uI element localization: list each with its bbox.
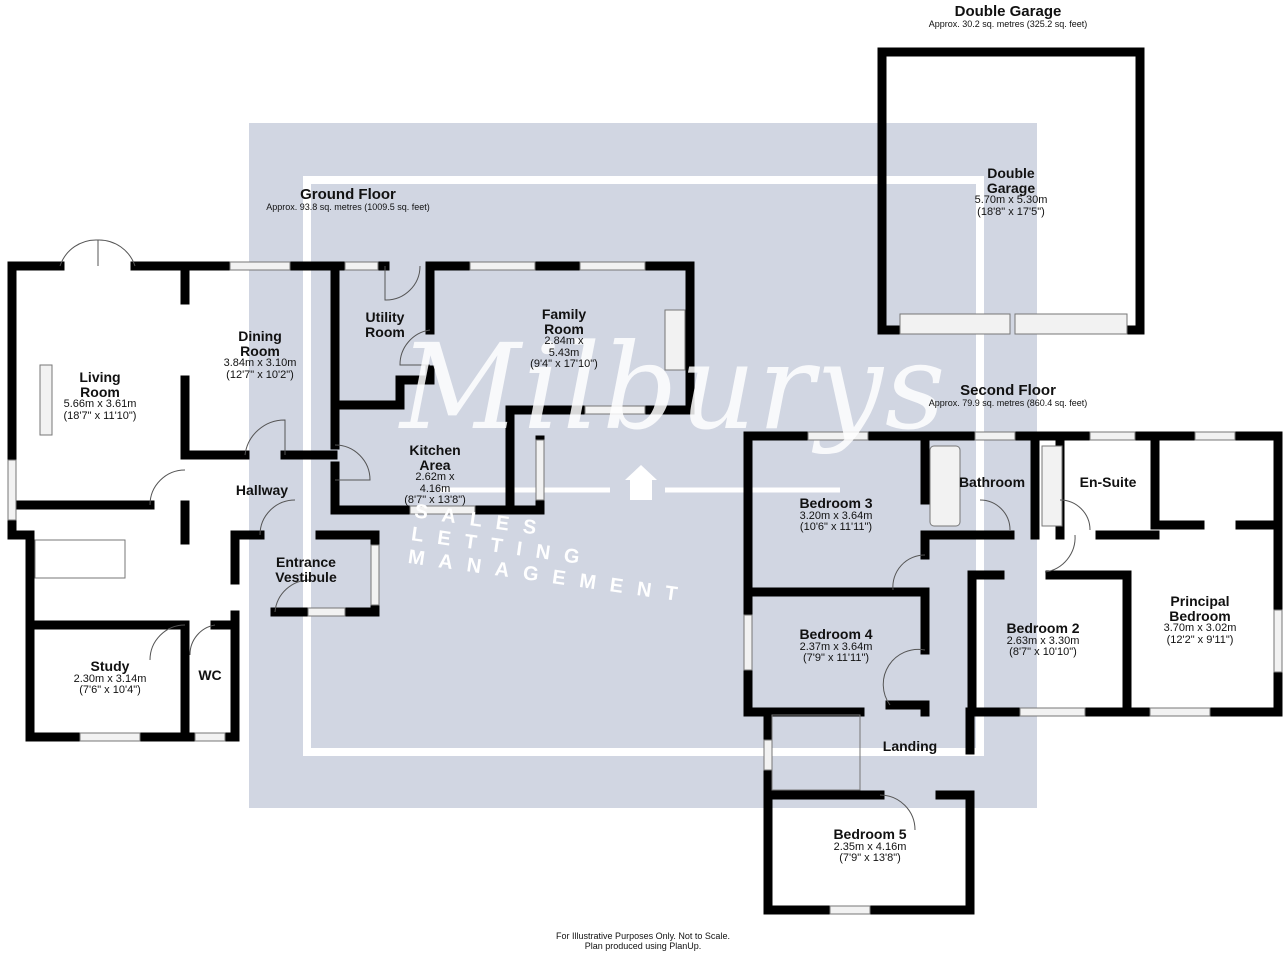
ground-floor-heading: Ground Floor Approx. 93.8 sq. metres (10… xyxy=(266,186,430,212)
room-landing: Landing xyxy=(882,738,938,754)
windows-and-doors xyxy=(7,261,1283,915)
watermark-house-icon xyxy=(625,465,657,500)
room-bathroom: Bathroom xyxy=(958,474,1026,490)
stairs xyxy=(34,539,861,791)
disclaimer: For Illustrative Purposes Only. Not to S… xyxy=(556,931,730,952)
second-floor-heading: Second Floor Approx. 79.9 sq. metres (86… xyxy=(928,382,1088,408)
door-swings xyxy=(59,239,1091,831)
room-hallway: Hallway xyxy=(235,482,289,498)
room-ensuite: En-Suite xyxy=(1079,474,1137,490)
room-vestibule: Entrance Vestibule xyxy=(275,554,337,585)
garage-heading: Double Garage Approx. 30.2 sq. metres (3… xyxy=(928,3,1088,29)
room-utility: Utility Room xyxy=(365,309,405,340)
room-wc: WC xyxy=(198,667,222,683)
watermark-border xyxy=(303,176,984,756)
watermark-panel xyxy=(249,123,1037,808)
